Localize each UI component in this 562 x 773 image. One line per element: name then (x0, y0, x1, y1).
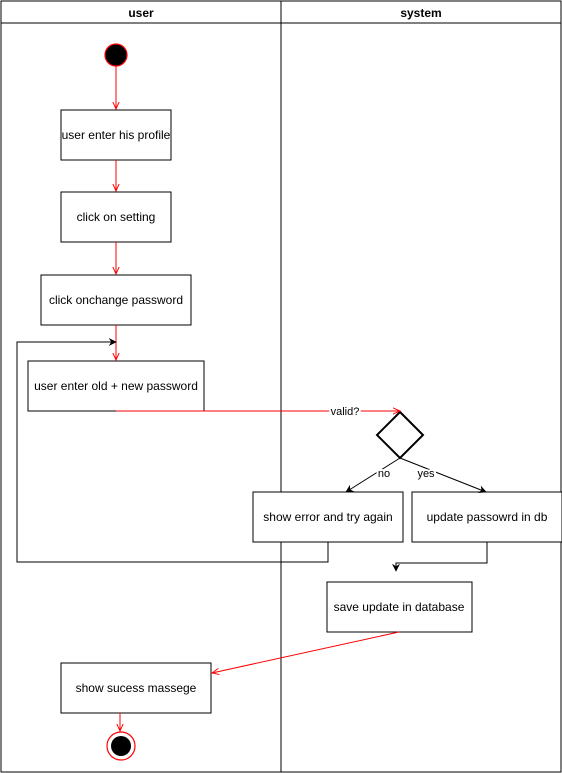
flow-error-retry-loop (16, 338, 329, 563)
edge-label-valid: valid? (331, 406, 360, 418)
activity-show-success-label: show sucess massege (76, 681, 197, 695)
activity-enter-passwords-label: user enter old + new password (34, 379, 198, 393)
activity-save-update: save update in database (326, 581, 473, 633)
activity-enter-profile-label: user enter his profile (62, 128, 171, 142)
flow-update-to-save (392, 542, 488, 572)
activity-click-change-password-label: click onchange password (49, 293, 183, 307)
activity-show-success: show sucess massege (60, 662, 212, 714)
activity-show-error: show error and try again (252, 491, 404, 543)
activity-update-password: update passowrd in db (411, 491, 562, 543)
edge-label-yes: yes (417, 468, 435, 480)
activity-click-setting-label: click on setting (77, 210, 156, 224)
activity-show-error-label: show error and try again (263, 510, 392, 524)
initial-node (104, 43, 128, 67)
edge-label-no: no (378, 468, 390, 480)
activity-enter-profile: user enter his profile (60, 109, 172, 161)
activity-save-update-label: save update in database (334, 600, 465, 614)
activity-click-setting: click on setting (60, 191, 172, 243)
lane-system-title: system (400, 6, 441, 20)
flow-decision-yes (399, 457, 487, 494)
activity-enter-passwords: user enter old + new password (27, 360, 205, 412)
final-node (106, 731, 136, 761)
lane-user-title: user (128, 6, 154, 20)
flow-save-to-success (212, 631, 400, 673)
flow-decision-no (345, 457, 401, 493)
activity-update-password-label: update passowrd in db (427, 510, 548, 524)
activity-click-change-password: click onchange password (40, 274, 192, 326)
